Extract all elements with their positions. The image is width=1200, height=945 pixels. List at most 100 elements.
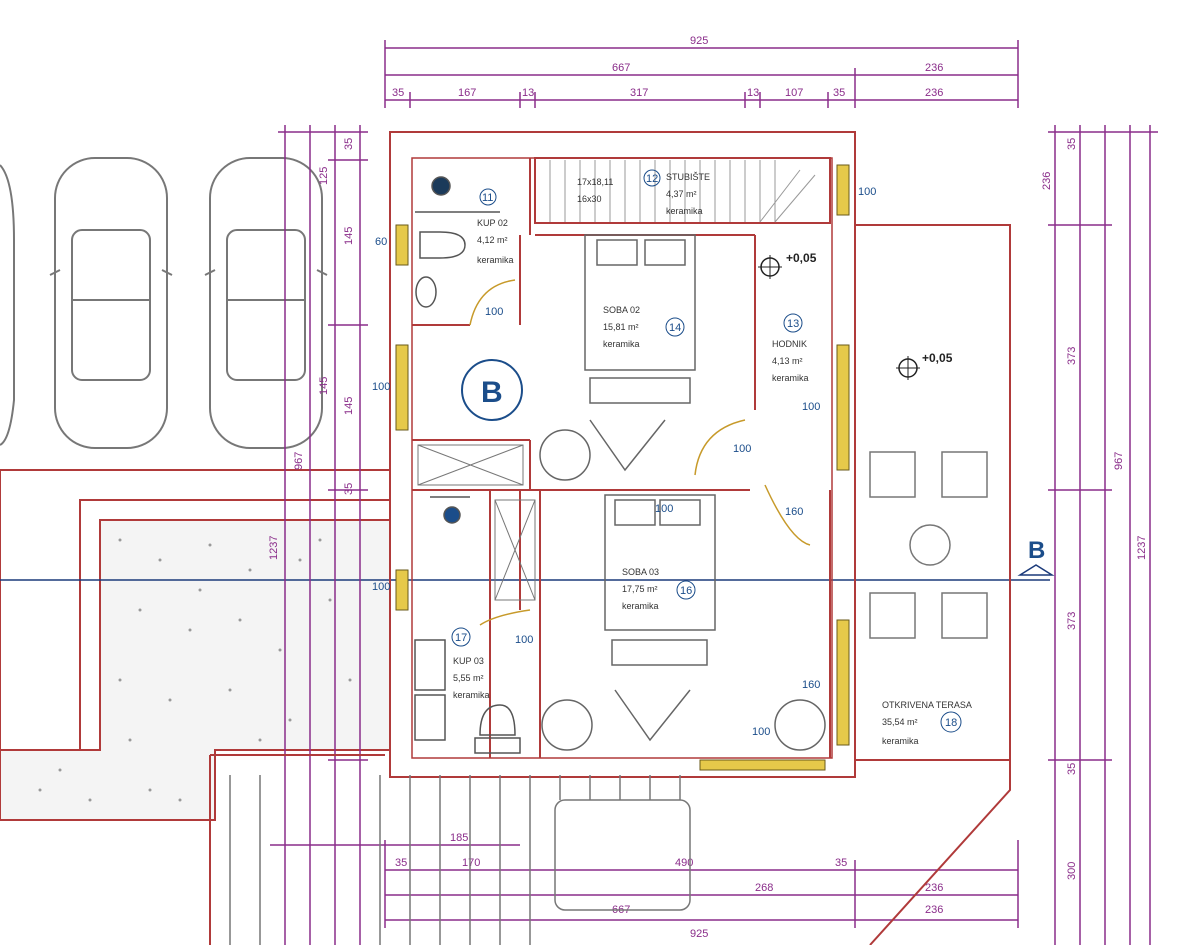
car-icon [204,157,328,449]
car-icon [0,164,15,446]
window-tag: 60 [375,236,387,248]
dim-top-b: 236 [925,62,943,74]
window-tag: 100 [372,381,390,393]
dim-left: 125 [318,167,330,185]
dim-right: 35 [1066,763,1078,775]
entry-border [209,754,385,945]
dim-bottom-r3: 490 [675,857,693,869]
dim-top-r3: 13 [747,87,759,99]
dim-top-overall: 925 [690,35,708,47]
dim-top-r3: 167 [458,87,476,99]
door-tag: 100 [733,443,751,455]
room-name: SOBA 02 [603,305,640,315]
room-floor: keramika [666,206,703,216]
entry-steps [229,775,691,945]
car-icon [49,157,173,449]
room-number: 16 [680,585,692,597]
room-terasa: OTKRIVENA TERASA 35,54 m² keramika 18 [882,700,972,746]
shower-tray [417,444,536,601]
dim-bottom-r3: 170 [462,857,480,869]
dim-right: 236 [1041,172,1053,190]
room-floor: keramika [622,601,659,611]
dim-top-r3: 35 [392,87,404,99]
level-text: +0,05 [786,251,817,265]
building-walls [389,131,1011,945]
dim-bottom-r3: 236 [925,882,943,894]
windows [395,164,850,771]
room-name: KUP 02 [477,218,508,228]
dim-left: 145 [343,397,355,415]
room-name: OTKRIVENA TERASA [882,700,972,710]
room-area: 5,55 m² [453,673,484,683]
bed-soba-03 [541,494,826,751]
dim-bottom-r3: 268 [755,882,773,894]
dim-top-r3: 35 [833,87,845,99]
room-number: 18 [945,717,957,729]
dim-right: 373 [1066,612,1078,630]
bathroom-fixtures [414,176,521,754]
room-area: 35,54 m² [882,717,918,727]
terrace-furniture [869,451,988,639]
top-dimensions [384,40,1019,108]
stair-spec: 17x18,11 [577,177,613,187]
room-area: 17,75 m² [622,584,658,594]
window-tag: 160 [802,679,820,691]
room-stubiste: 12 STUBIŠTE 4,37 m² keramika [643,169,710,216]
door-tag: 160 [785,506,803,518]
dim-left: 35 [343,483,355,495]
left-dimensions [278,125,368,945]
room-name: STUBIŠTE [666,172,710,182]
right-dimensions [1048,125,1158,945]
dim-right: 35 [1066,138,1078,150]
dim-left: 145 [318,377,330,395]
door-swings [469,279,811,626]
room-area: 4,13 m² [772,356,803,366]
room-hodnik: 13 HODNIK 4,13 m² keramika [772,313,809,383]
room-kup-02: 11 KUP 02 4,12 m² keramika [477,188,514,265]
block-marker [461,359,523,421]
section-label: B [1028,537,1045,564]
bottom-dimensions [270,840,1019,928]
dim-bottom-b: 236 [925,904,943,916]
interior-walls [412,157,831,758]
dim-top-a: 667 [612,62,630,74]
opening-tags: 60 100 100 100 100 160 100 100 100 160 1… [372,186,876,738]
block-label: B [481,376,503,409]
dim-top-r3: 317 [630,87,648,99]
dim-left: 145 [343,227,355,245]
room-number: 11 [482,192,493,204]
dim-bottom-extra: 185 [450,832,468,844]
door-tag: 100 [485,306,503,318]
room-floor: keramika [772,373,809,383]
room-name: KUP 03 [453,656,484,666]
room-floor: keramika [882,736,919,746]
room-number: 12 [646,173,658,185]
dim-left: 35 [343,138,355,150]
room-floor: keramika [453,690,490,700]
room-kup-03: 17 KUP 03 5,55 m² keramika [451,627,490,700]
room-area: 15,81 m² [603,322,639,332]
stair-spec: 16x30 [577,194,602,204]
staircase [549,160,816,223]
window-tag: 100 [752,726,770,738]
section-arrow [1017,564,1055,576]
bed-soba-02 [539,234,696,481]
dim-left-total: 967 [293,452,305,470]
dim-bottom-overall: 925 [690,928,708,940]
dim-right: 300 [1066,862,1078,880]
room-number: 13 [787,318,799,330]
room-soba-03: SOBA 03 17,75 m² keramika 16 [622,567,696,611]
window-tag: 100 [858,186,876,198]
room-floor: keramika [603,339,640,349]
room-number: 17 [455,632,467,644]
dim-top-r3: 13 [522,87,534,99]
room-number: 14 [669,322,681,334]
dim-right-total: 1237 [1136,536,1148,560]
dim-top-r3: 107 [785,87,803,99]
dim-right: 373 [1066,347,1078,365]
door-tag: 100 [655,503,673,515]
dim-right-total: 967 [1113,452,1125,470]
level-text: +0,05 [922,351,953,365]
room-name: HODNIK [772,339,807,349]
